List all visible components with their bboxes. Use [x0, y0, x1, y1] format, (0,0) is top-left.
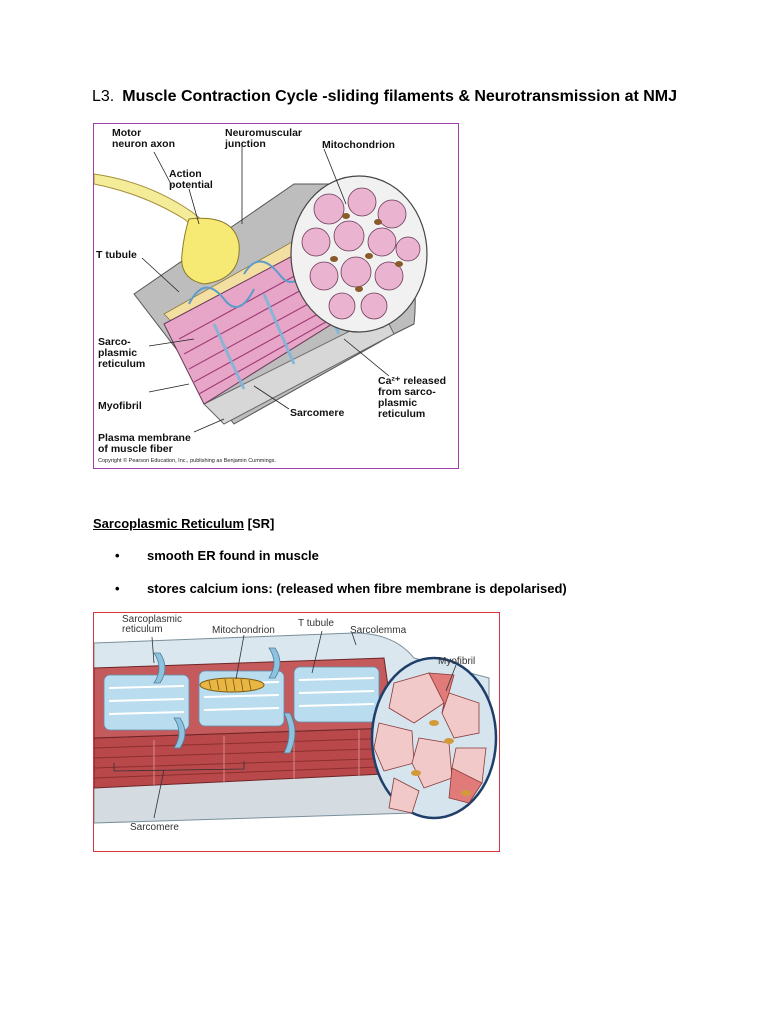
label-action-potential: Action potential — [169, 168, 213, 191]
section-heading: Sarcoplasmic Reticulum [SR] — [93, 516, 274, 531]
label-plasma-membrane: Plasma membrane of muscle fiber — [98, 432, 191, 455]
leader-lines — [141, 146, 390, 433]
label-mitochondrion: Mitochondrion — [322, 139, 395, 151]
label-myofibril: Myofibril — [98, 400, 142, 412]
fig2-label-myofibril: Myofibril — [438, 656, 476, 667]
figure-copyright: Copyright © Pearson Education, Inc., pub… — [98, 458, 277, 464]
muscle-fiber-illustration — [94, 146, 428, 433]
label-neuromuscular-junction: Neuromuscular junction — [225, 127, 303, 150]
mitochondrion-shape — [199, 677, 265, 693]
lesson-title: Muscle Contraction Cycle -sliding filame… — [122, 88, 678, 105]
fiber-cross-section — [290, 175, 428, 333]
lesson-number: L3. — [92, 88, 115, 105]
label-sarcomere: Sarcomere — [290, 407, 345, 419]
fig2-label-sarcolemma: Sarcolemma — [350, 625, 407, 636]
fig2-label-sarcoplasmic-reticulum: Sarcoplasmic reticulum — [122, 614, 183, 635]
bullet-text: smooth ER found in muscle — [147, 548, 319, 563]
fig2-leader-lines — [151, 630, 457, 692]
fig2-label-sarcomere: Sarcomere — [130, 822, 179, 833]
bullet-glyph: • — [115, 548, 120, 563]
fiber-end-cross-section — [370, 656, 498, 820]
page-title: L3. Muscle Contraction Cycle -sliding fil… — [92, 88, 677, 106]
sarcoplasmic-reticulum-figure: Sarcoplasmic reticulum Mitochondrion T t… — [93, 612, 500, 852]
sr-illustration — [94, 630, 498, 824]
section-title: Sarcoplasmic Reticulum — [93, 516, 244, 531]
section-title-suffix: [SR] — [244, 516, 275, 531]
label-t-tubule: T tubule — [96, 249, 137, 261]
bullet-list: • smooth ER found in muscle • stores calci… — [115, 548, 567, 614]
fig2-label-t-tubule: T tubule — [298, 618, 334, 629]
bullet-glyph: • — [115, 581, 120, 596]
muscle-fiber-figure: Motor neuron axon Neuromuscular junction… — [93, 123, 459, 469]
label-sarcoplasmic-reticulum: Sarco- plasmic reticulum — [98, 336, 146, 370]
bullet-text: stores calcium ions: (released when fibr… — [147, 581, 567, 596]
label-motor-neuron-axon: Motor neuron axon — [112, 127, 176, 150]
axon-terminal — [181, 217, 240, 285]
label-ca-released: Ca²⁺ released from sarco- plasmic reticu… — [378, 375, 446, 420]
fig2-label-mitochondrion: Mitochondrion — [212, 625, 275, 636]
sarcomere-bracket — [113, 761, 245, 772]
list-item: • stores calcium ions: (released when fib… — [115, 581, 567, 614]
list-item: • smooth ER found in muscle — [115, 548, 567, 581]
